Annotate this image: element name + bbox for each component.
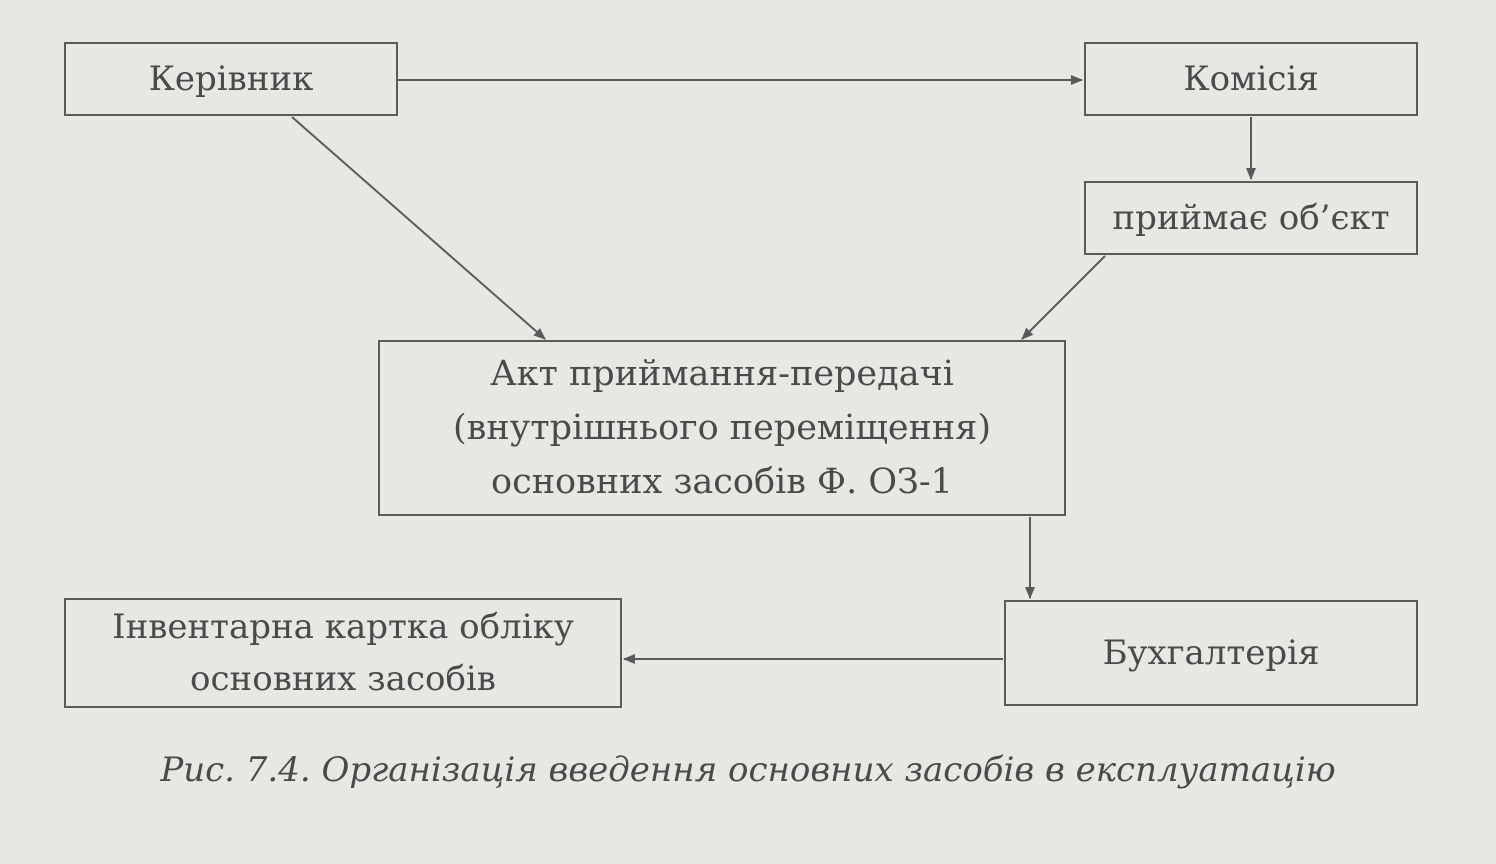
node-act-line-3: основних засобів Ф. ОЗ-1 [491,462,953,502]
node-manager-label: Керівник [148,59,314,99]
node-accepts-object: приймає об’єкт [1084,181,1418,255]
node-inventory-card-line-2: основних засобів [190,659,496,699]
node-accounting: Бухгалтерія [1004,600,1418,706]
node-accounting-label: Бухгалтерія [1102,633,1320,673]
arrow-accepts-to-act [1021,255,1106,340]
figure-caption: Рис. 7.4. Організація введення основних … [160,750,1336,790]
node-accepts-object-label: приймає об’єкт [1112,198,1390,238]
node-inventory-card-line-1: Інвентарна картка обліку [112,607,574,647]
node-manager: Керівник [64,42,398,116]
node-act-line-1: Акт приймання-передачі [490,354,954,394]
node-commission-label: Комісія [1183,59,1319,99]
node-commission: Комісія [1084,42,1418,116]
node-act: Акт приймання-передачі (внутрішнього пер… [378,340,1066,516]
arrow-manager-to-act [291,116,546,340]
node-act-line-2: (внутрішнього переміщення) [453,408,991,448]
node-inventory-card: Інвентарна картка обліку основних засобі… [64,598,622,708]
